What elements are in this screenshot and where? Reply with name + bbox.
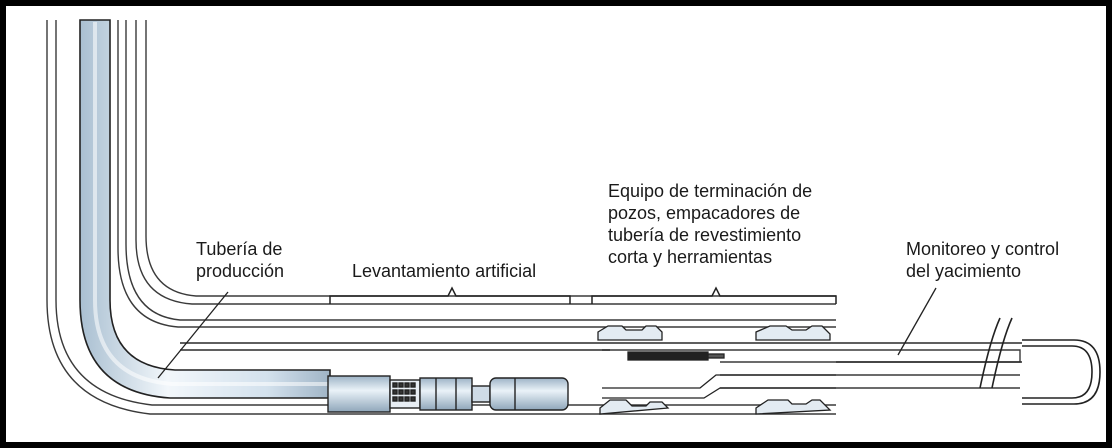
leader-lines: [157, 287, 937, 379]
label-artificial-lift: Levantamiento artificial: [352, 261, 537, 281]
liner: [135, 20, 1021, 389]
completion-bracket: [591, 286, 837, 304]
label-production-tubing: Tubería de producción: [196, 239, 285, 281]
artificial-lift-bracket: [329, 286, 571, 304]
artificial-lift-assembly: [327, 375, 569, 413]
lateral-pipes: [180, 342, 1022, 363]
pipe-break: [979, 317, 1013, 389]
label-completion-equipment: Equipo de terminación de pozos, empacado…: [608, 181, 813, 267]
label-reservoir-monitoring: Monitoreo y control del yacimiento: [906, 239, 1060, 281]
outer-casing: [46, 20, 836, 415]
well-toe: [1022, 339, 1101, 405]
completion-packers: [597, 325, 836, 415]
